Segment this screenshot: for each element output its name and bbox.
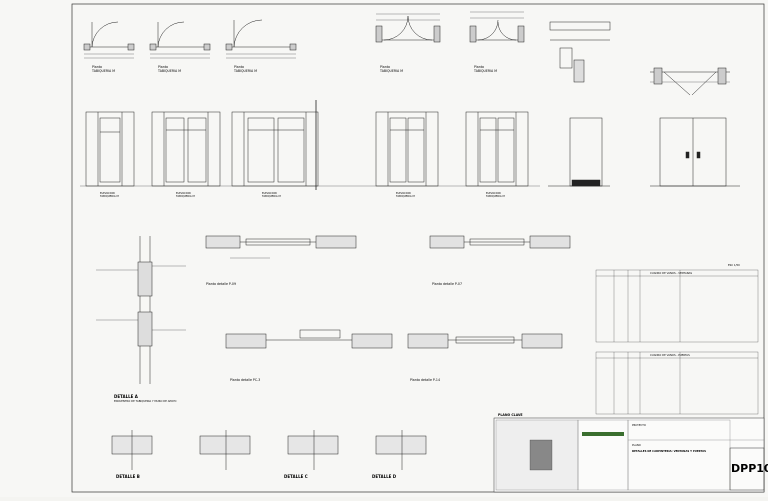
elevation-label-1: ELEVACION	[100, 191, 115, 195]
plan-detail-p14-label: Planta detalle P-14	[410, 378, 440, 382]
bottom-details	[111, 430, 427, 470]
window-table-title: CUADRO DE VANOS - VENTANAS	[650, 271, 692, 275]
plan-detail-p14	[407, 333, 563, 349]
plan-label-5: Planta	[474, 65, 484, 69]
elevation-sub-5: TABIQUERIA M	[486, 194, 505, 198]
sheet-title: DETALLES DE CARPINTERIA: VENTANAS Y PUER…	[632, 449, 706, 453]
plan-sub-5: TABIQUERIA M	[473, 69, 497, 73]
door-plan-3	[225, 19, 297, 59]
elevation-sub-2: TABIQUERIA M	[176, 194, 195, 198]
plan-labels: Planta TABIQUERIA M Planta TABIQUERIA M …	[91, 65, 497, 73]
key-plan-label: PLANO CLAVE	[498, 413, 523, 417]
sheet-border	[71, 3, 765, 493]
plan-detail-pc3-label: Planta detalle PC-3	[230, 378, 260, 382]
plan-detail-pc3	[225, 329, 393, 349]
door-plan-5	[469, 11, 525, 43]
door-plan-6	[549, 21, 730, 96]
elevation-sub-1: TABIQUERIA M	[100, 194, 119, 198]
elevation-7	[650, 117, 740, 187]
elevation-label-2: ELEVACION	[176, 191, 191, 195]
sheet-code: DPP10	[731, 462, 768, 475]
elevation-labels: ELEVACION TABIQUERIA M ELEVACION TABIQUE…	[100, 191, 505, 198]
project-label: PROYECTO	[632, 423, 646, 427]
window-schedule-table	[595, 269, 759, 343]
plan-detail-p09	[205, 235, 357, 259]
plan-detail-p07	[429, 235, 571, 249]
door-plan-1	[83, 21, 135, 59]
door-plans	[83, 11, 730, 96]
title-block	[493, 417, 765, 493]
plan-details	[205, 235, 571, 349]
elevation-label-3: ELEVACION	[262, 191, 277, 195]
plan-sub-3: TABIQUERIA M	[233, 69, 257, 73]
door-elevations	[80, 100, 740, 190]
elevation-sub-3: TABIQUERIA M	[262, 194, 281, 198]
door-schedule-table	[595, 351, 759, 415]
logo-bar	[582, 432, 624, 436]
elevation-label-4: ELEVACION	[396, 191, 411, 195]
detail-d-title: DETALLE D	[372, 474, 397, 479]
door-plan-2	[149, 21, 211, 59]
elevation-3	[231, 100, 319, 190]
detail-a-subtitle: ENCUENTRO DE TABIQUERIA Y MURO DE APOYO	[114, 399, 176, 403]
door-plan-4	[375, 13, 441, 43]
elevation-6	[548, 117, 610, 187]
plan-detail-p09-label: Planta detalle P-09	[206, 282, 236, 286]
plan-label-4: Planta	[380, 65, 390, 69]
elevation-sub-4: TABIQUERIA M	[396, 194, 415, 198]
plan-label-3: Planta	[234, 65, 244, 69]
plan-sub-1: TABIQUERIA M	[91, 69, 115, 73]
sheet-name-label: PLANO	[632, 443, 641, 447]
detail-a-drawing	[96, 236, 186, 384]
plan-label-1: Planta	[92, 65, 102, 69]
door-table-title: CUADRO DE VANOS - PUERTAS	[650, 353, 690, 357]
elevation-label-5: ELEVACION	[486, 191, 501, 195]
scale-mark: ESC 1/50	[728, 263, 740, 267]
plan-sub-4: TABIQUERIA M	[379, 69, 403, 73]
plan-detail-p07-label: Planta detalle P-07	[432, 282, 462, 286]
detail-c-title: DETALLE C	[284, 474, 308, 479]
plan-sub-2: TABIQUERIA M	[157, 69, 181, 73]
plan-label-2: Planta	[158, 65, 168, 69]
detail-b-title: DETALLE B	[116, 474, 140, 479]
detail-a-title: DETALLE A	[114, 394, 139, 399]
